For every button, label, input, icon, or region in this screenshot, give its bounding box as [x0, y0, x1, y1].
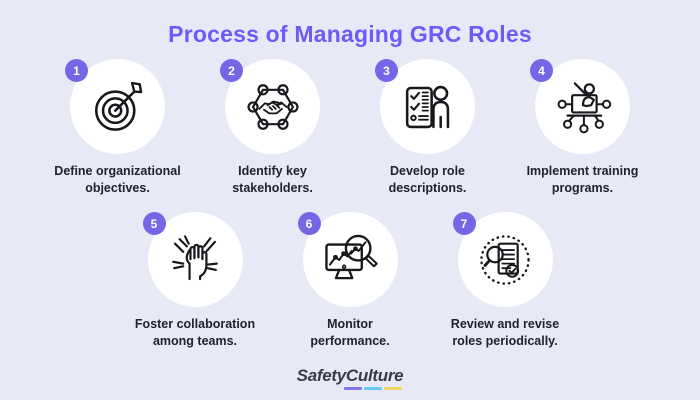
step-number-badge: 1 [65, 59, 88, 82]
step-label: Develop role descriptions. [388, 164, 467, 195]
steps-row-2: 5 Foster collaboratio [0, 212, 700, 349]
logo-underline-purple-segment [344, 387, 363, 390]
step-label: Review and revise roles periodically. [450, 317, 560, 348]
logo-underline [344, 387, 403, 390]
step-number-badge: 4 [530, 59, 553, 82]
step-6: 6 Monito [273, 212, 428, 349]
step-number-badge: 3 [375, 59, 398, 82]
target-icon [94, 81, 142, 131]
step-label: Monitor performance. [310, 317, 390, 348]
footer: SafetyCulture [0, 366, 700, 390]
step-3: 3 Develop role [350, 59, 505, 196]
step-4: 4 [505, 59, 660, 196]
step-number-badge: 5 [142, 212, 166, 236]
training-presentation-icon [557, 81, 611, 133]
step-2: 2 [195, 59, 350, 196]
steps-row-1: 1 Define organizational objectives. [0, 59, 700, 196]
step-5: 5 Foster collaboratio [118, 212, 273, 349]
stakeholders-network-icon [246, 83, 299, 130]
step-7: 7 Review and revise roles periodically. [428, 212, 583, 349]
step-number-badge: 2 [220, 59, 243, 82]
page-title: Process of Managing GRC Roles [168, 21, 532, 47]
safetyculture-logo: SafetyCulture [296, 366, 404, 390]
step-label: Identify key stakeholders. [232, 164, 313, 195]
logo-underline-blue-segment [364, 387, 383, 390]
step-icon-circle [147, 212, 243, 308]
step-1: 1 Define organizational objectives. [40, 59, 195, 196]
safetyculture-logo-text: SafetyCulture [296, 366, 404, 385]
role-checklist-icon [405, 85, 449, 128]
step-label: Define organizational objectives. [54, 164, 181, 195]
team-hands-icon [172, 235, 218, 280]
review-document-icon [480, 235, 530, 285]
step-number-badge: 7 [452, 212, 476, 236]
step-number-badge: 6 [297, 212, 321, 236]
performance-magnifier-icon [325, 234, 378, 280]
step-label: Implement training programs. [526, 164, 639, 195]
logo-underline-yellow-segment [384, 387, 403, 390]
step-label: Foster collaboration among teams. [134, 317, 256, 348]
